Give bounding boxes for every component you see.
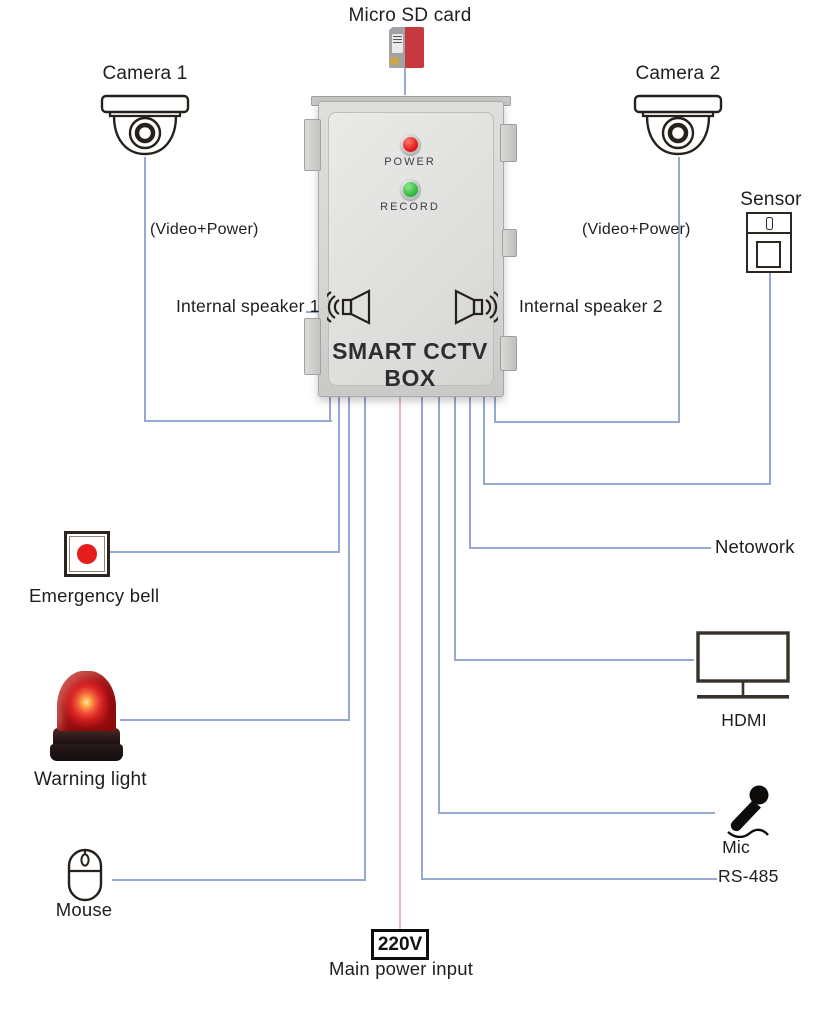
sd-label-panel (392, 34, 403, 53)
warning-light-foot (50, 744, 123, 761)
warning-light-label: Warning light (34, 769, 147, 790)
wire-camera2-v (678, 157, 680, 423)
warning-light-dome (57, 671, 116, 731)
wire-bell-v (338, 394, 340, 553)
emergency-bell-icon (64, 531, 110, 577)
camera1-label: Camera 1 (102, 63, 188, 84)
wire-mic-v (438, 394, 440, 814)
power-led-label: POWER (384, 156, 436, 168)
latch-bottom (500, 336, 517, 371)
mouse-icon (67, 848, 103, 902)
hdmi-label: HDMI (721, 710, 767, 730)
wire-rs485-h (421, 878, 717, 880)
hdmi-monitor-icon (696, 631, 790, 699)
wire-sd (404, 68, 406, 95)
wire-speaker1-tick (306, 311, 318, 313)
wire-camera2-box (494, 394, 496, 423)
sensor-icon (746, 212, 792, 273)
record-led-bezel (400, 179, 421, 200)
power-led-bezel (400, 134, 421, 155)
speaker-right-icon (452, 289, 498, 325)
wire-sensor-h (483, 483, 771, 485)
latch-middle (502, 229, 517, 257)
sd-contacts (390, 57, 399, 65)
wire-bell-h (106, 551, 340, 553)
network-label: Netowork (715, 536, 795, 557)
wire-camera1-box (329, 394, 331, 421)
sensor-top-cell (748, 214, 790, 234)
record-led-label: RECORD (380, 201, 440, 213)
power-220v-box: 220V (371, 929, 429, 960)
emergency-bell-label: Emergency bell (29, 585, 160, 606)
wire-camera1-v (144, 157, 146, 422)
sensor-window (756, 241, 781, 268)
wire-rs485-v (421, 394, 423, 880)
speaker2-label: Internal speaker 2 (519, 296, 663, 316)
wire-network-h (469, 547, 711, 549)
wire-camera2-h (494, 421, 680, 423)
sensor-led (766, 217, 773, 230)
wire-main-power (399, 394, 401, 931)
device-name: SMART CCTV BOX (332, 338, 488, 391)
wire-mouse-v (364, 394, 366, 881)
wire-sensor-v2 (769, 271, 771, 485)
sensor-label: Sensor (740, 189, 802, 210)
power-voltage: 220V (377, 933, 423, 955)
wire-mouse-h (112, 879, 366, 881)
wire-warning-h (120, 719, 350, 721)
rs485-label: RS-485 (718, 866, 779, 886)
wire-warning-v (348, 394, 350, 721)
wire-network-v (469, 394, 471, 549)
mic-label: Mic (722, 837, 750, 857)
record-led (403, 182, 418, 197)
warning-light-base (53, 728, 120, 746)
camera2-wire-label: (Video+Power) (582, 221, 691, 238)
enclosure-door (328, 112, 494, 386)
micro-sd-card-icon (389, 27, 424, 68)
mouse-label: Mouse (55, 899, 113, 920)
dome-camera2-icon (633, 94, 723, 156)
wire-camera1-h (144, 420, 332, 422)
bell-button (77, 544, 97, 564)
camera2-label: Camera 2 (635, 63, 721, 84)
wire-hdmi-h (454, 659, 694, 661)
latch-top (500, 124, 517, 162)
hinge-top (304, 119, 321, 171)
hinge-bottom (304, 318, 321, 375)
warning-light-icon (50, 671, 123, 763)
speaker1-label: Internal speaker 1 (176, 296, 320, 316)
wire-hdmi-v (454, 394, 456, 661)
power-led (403, 137, 418, 152)
main-power-label: Main power input (328, 958, 474, 979)
dome-camera1-icon (100, 94, 190, 156)
wire-mic-h (438, 812, 715, 814)
micro-sd-label: Micro SD card (348, 5, 472, 26)
speaker-left-icon (327, 289, 373, 325)
wire-sensor-v1 (483, 394, 485, 485)
mic-icon (727, 785, 769, 838)
camera1-wire-label: (Video+Power) (150, 221, 259, 238)
